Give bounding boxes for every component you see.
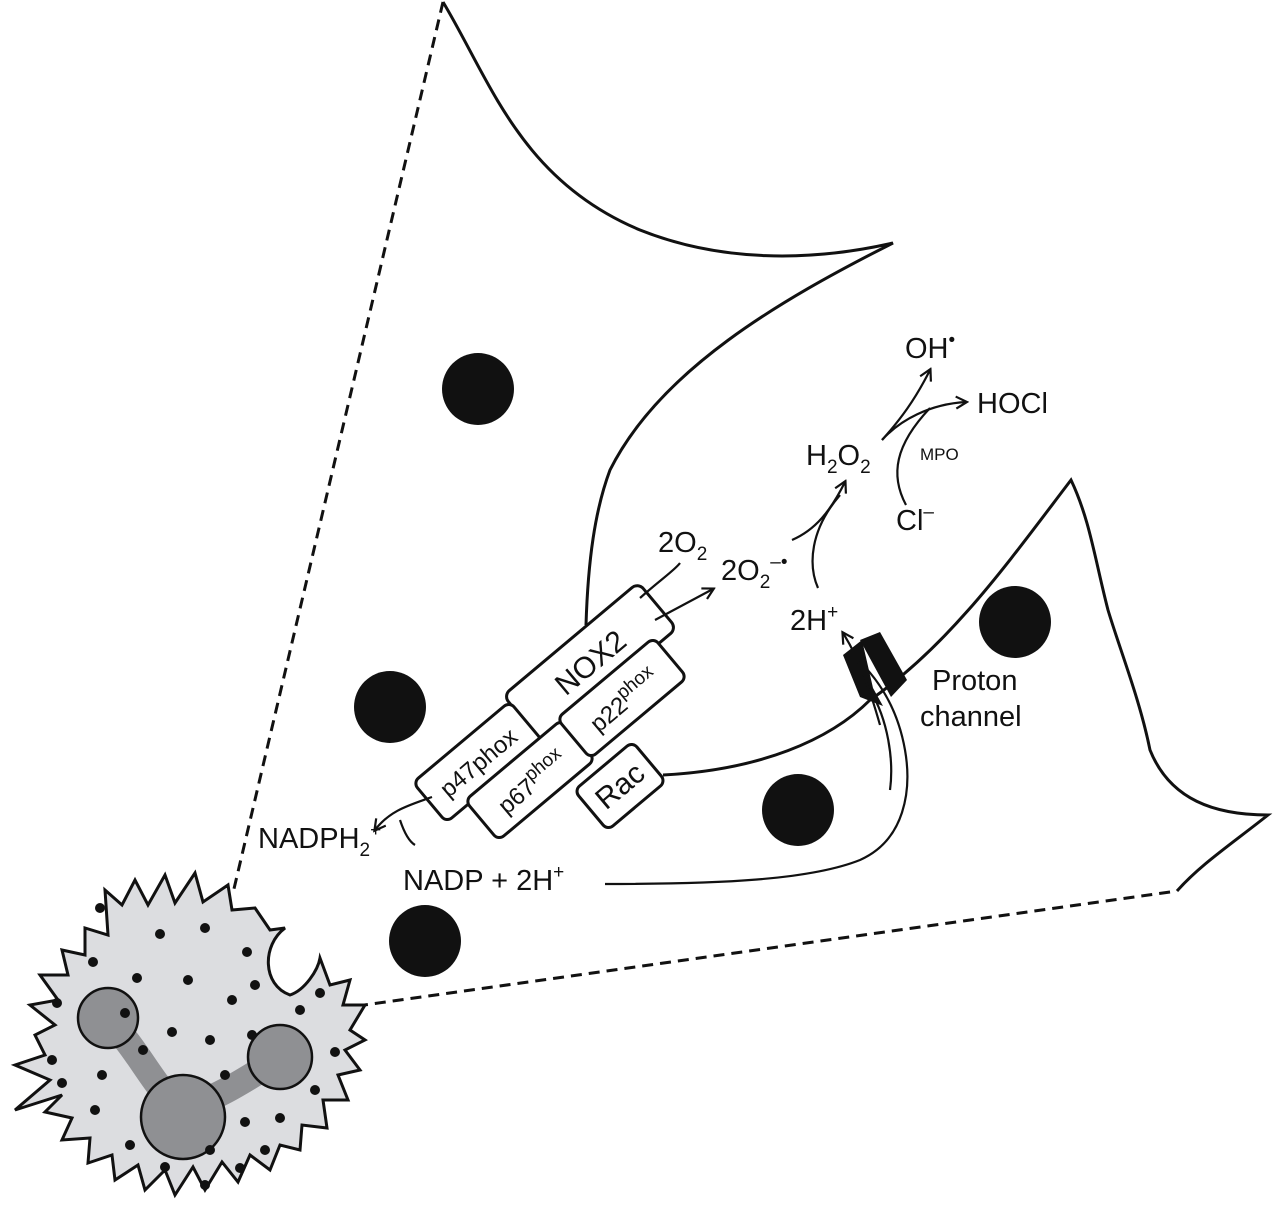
nadph-in-line bbox=[398, 819, 416, 846]
granule bbox=[762, 774, 834, 846]
cl-to-hocl-curve bbox=[896, 407, 931, 506]
granule bbox=[979, 586, 1051, 658]
nadph-arrow bbox=[375, 795, 433, 830]
proton-to-h2o2-curve bbox=[811, 494, 841, 589]
h2o2-to-oh-arrow bbox=[881, 370, 930, 441]
nadph-label: NADPH2+ bbox=[258, 820, 381, 861]
neutrophil-cell bbox=[10, 869, 368, 1199]
superoxide-label: 2O2–• bbox=[721, 552, 788, 593]
mpo-label: MPO bbox=[920, 445, 959, 464]
superoxide-to-h2o2-arrow bbox=[791, 482, 845, 542]
oxygen-label: 2O2 bbox=[658, 527, 707, 565]
granule bbox=[442, 353, 514, 425]
proton-channel-right bbox=[860, 632, 907, 697]
o2-input-curve bbox=[639, 562, 681, 599]
proton-channel-arrow bbox=[843, 633, 882, 726]
zoom-line-upper bbox=[231, 1, 445, 894]
p22phox-box: p22phox bbox=[558, 638, 686, 758]
granule bbox=[354, 671, 426, 743]
neutrophil-granules bbox=[47, 903, 340, 1190]
granule bbox=[389, 905, 461, 977]
p67phox-box: p67phox bbox=[466, 720, 594, 840]
oh-radical-label: OH• bbox=[905, 330, 955, 365]
proton-label: 2H+ bbox=[790, 602, 838, 637]
h2o2-label: H2O2 bbox=[806, 440, 871, 478]
nadp-label: NADP + 2H+ bbox=[403, 862, 564, 897]
neutrophil-nucleus bbox=[76, 986, 314, 1161]
proton-channel-label-line1: Proton bbox=[932, 665, 1017, 697]
proton-channel-label-line2: channel bbox=[920, 701, 1022, 733]
o2-to-superoxide-arrow bbox=[654, 589, 713, 621]
chloride-label: Cl– bbox=[896, 502, 934, 537]
phagosome-loop bbox=[604, 656, 909, 886]
hocl-label: HOCl bbox=[977, 388, 1048, 420]
h2o2-to-hocl-arrow bbox=[881, 402, 966, 441]
cell-membrane-outline bbox=[441, 1, 1273, 892]
zoom-line-lower bbox=[356, 889, 1178, 1008]
